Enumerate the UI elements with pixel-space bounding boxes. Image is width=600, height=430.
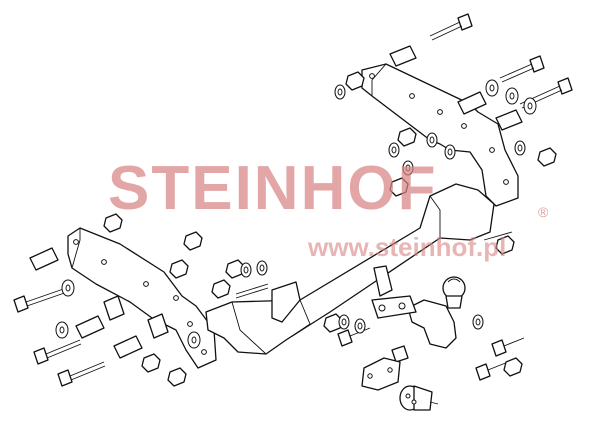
socket-plate <box>361 345 409 391</box>
tow-ball <box>442 276 466 309</box>
spacer-tubes <box>29 45 523 359</box>
left-side-bracket <box>67 227 217 369</box>
registered-mark: ® <box>538 204 549 220</box>
bolt-set <box>13 13 573 387</box>
main-crossbar <box>205 183 495 355</box>
website-watermark: www.steinhof.pl <box>308 232 507 262</box>
washer-set <box>55 79 537 349</box>
ball-neck <box>371 295 457 349</box>
brand-watermark: STEINHOF <box>108 154 438 223</box>
electrical-socket <box>399 385 439 411</box>
nut-set <box>103 71 557 387</box>
